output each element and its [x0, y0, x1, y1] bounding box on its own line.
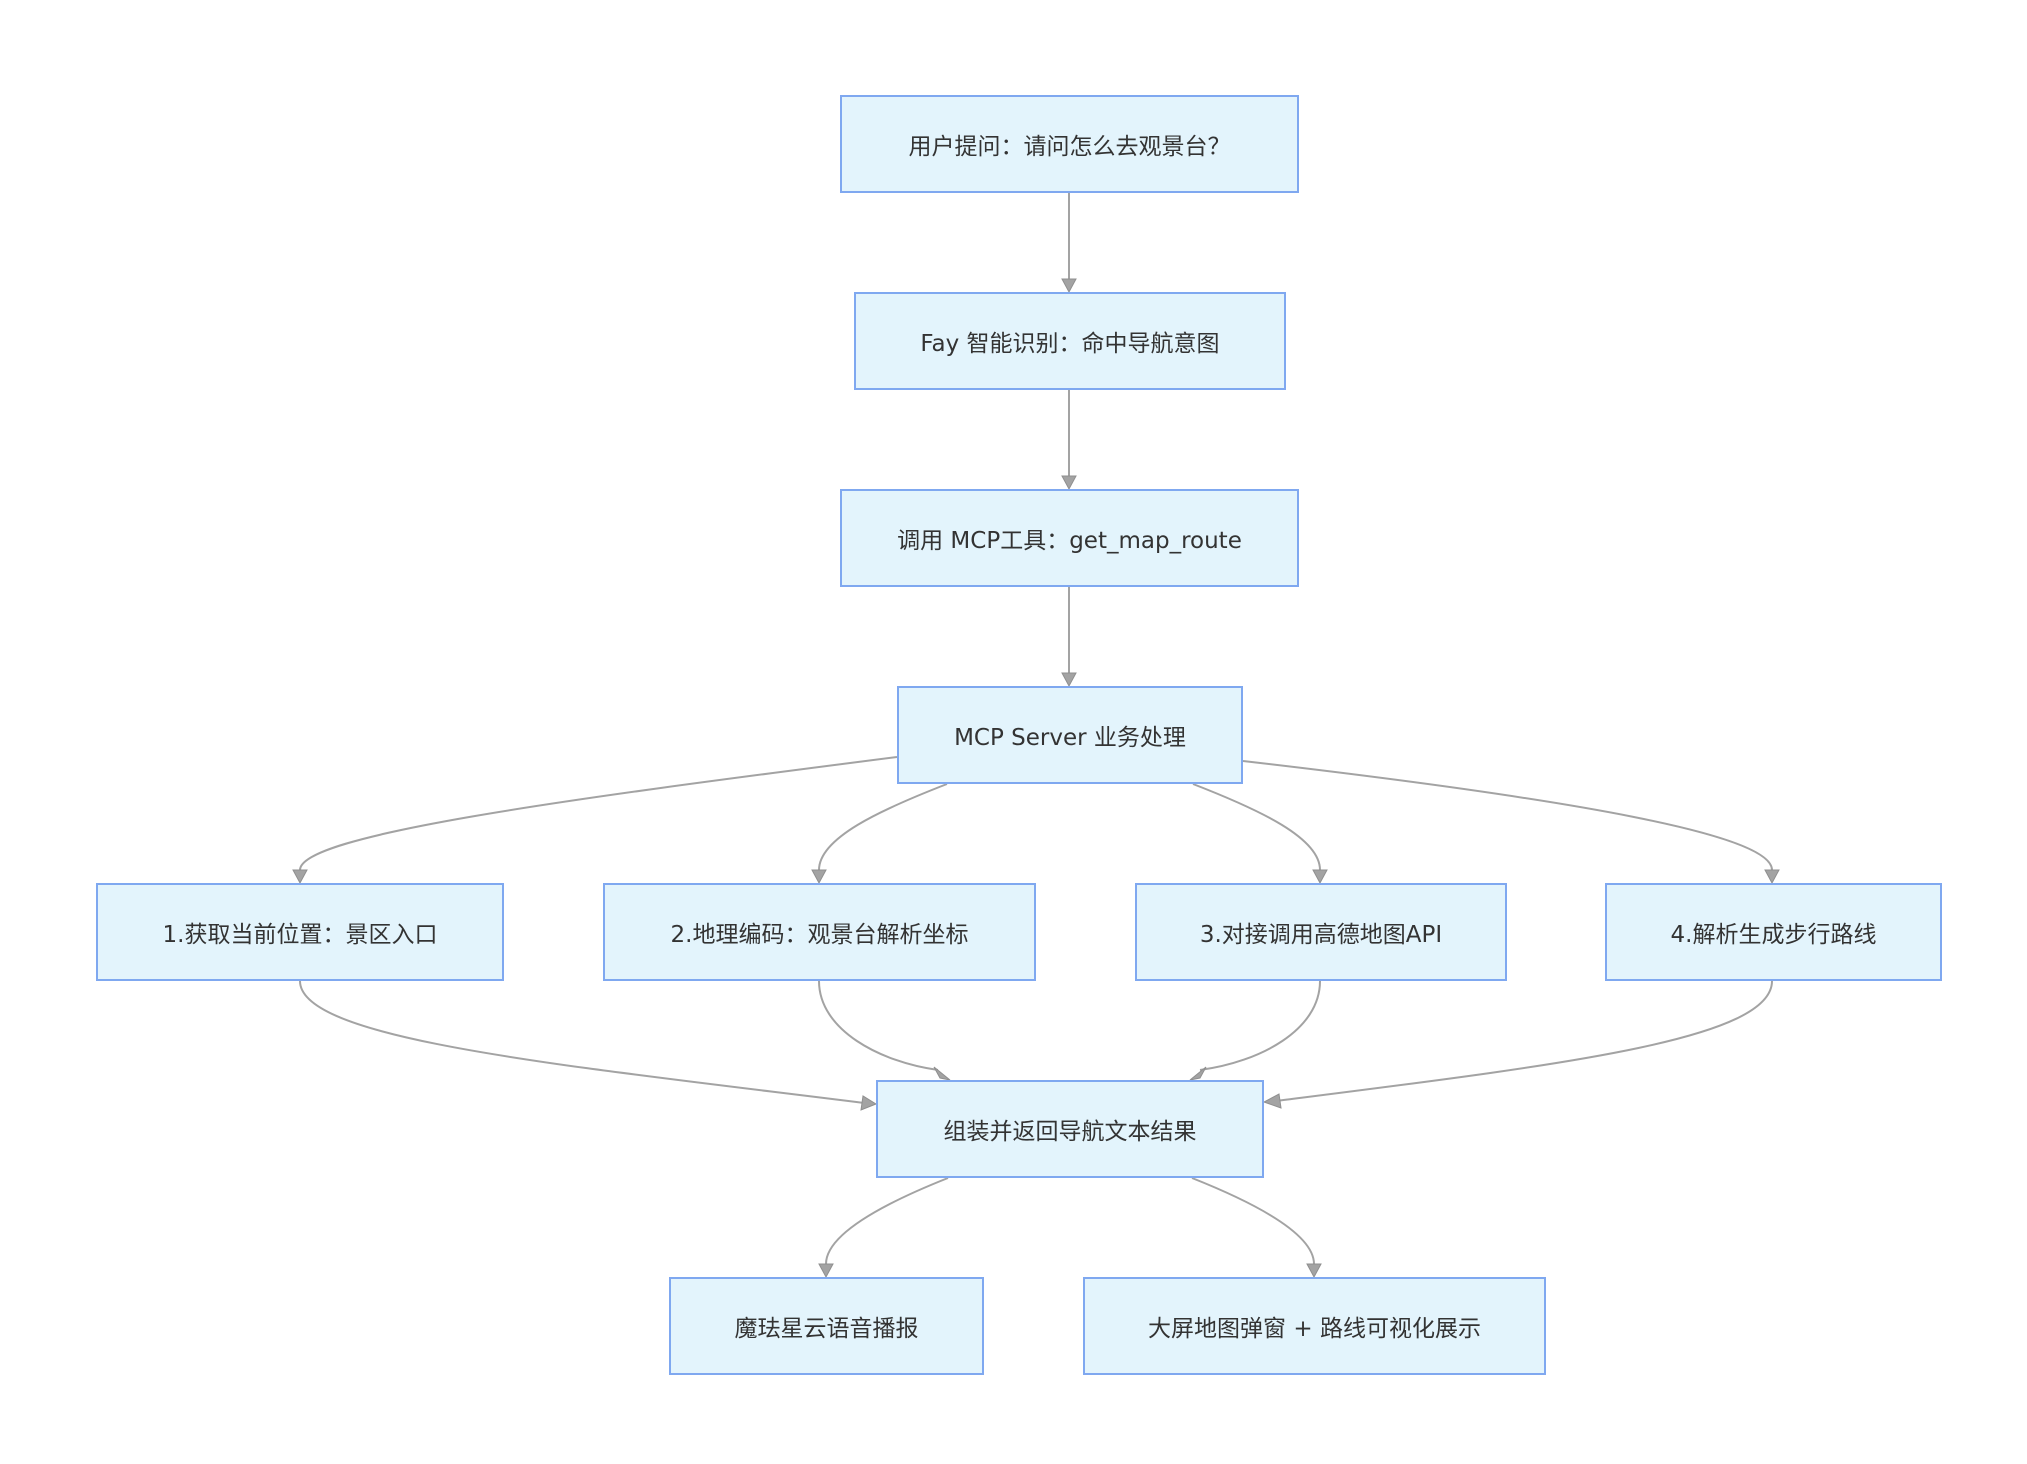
arrowhead-screen — [1306, 1263, 1322, 1279]
node-mcp-tool-call-label: 调用 MCP工具：get_map_route — [897, 528, 1242, 554]
node-user-question-label: 用户提问：请问怎么去观景台？ — [908, 134, 1231, 160]
node-assemble-result: 组装并返回导航文本结果 — [876, 1080, 1264, 1178]
arrowhead-assemble-right — [1262, 1093, 1282, 1109]
node-step-get-location: 1.获取当前位置：景区入口 — [96, 883, 504, 981]
node-step-geocode: 2.地理编码：观景台解析坐标 — [603, 883, 1036, 981]
arrowhead-assemble-mid-left — [933, 1066, 951, 1081]
arrowhead-voice — [818, 1263, 834, 1279]
node-step-amap-api-label: 3.对接调用高德地图API — [1199, 922, 1443, 948]
arrowhead-intent — [1061, 278, 1077, 294]
edge-assemble-voice — [825, 1177, 949, 1265]
node-step-amap-api: 3.对接调用高德地图API — [1135, 883, 1507, 981]
arrowhead-assemble-mid-right — [1189, 1066, 1207, 1081]
edge-server-step2 — [818, 783, 948, 871]
arrowhead-assemble-left — [860, 1095, 878, 1111]
arrowhead-step2 — [811, 869, 827, 885]
node-screen-map-popup: 大屏地图弹窗 + 路线可视化展示 — [1083, 1277, 1546, 1375]
node-mcp-server: MCP Server 业务处理 — [897, 686, 1243, 784]
node-step-walking-route-label: 4.解析生成步行路线 — [1670, 922, 1877, 948]
edge-server-step4 — [1242, 760, 1773, 871]
node-step-geocode-label: 2.地理编码：观景台解析坐标 — [670, 922, 969, 948]
edge-step2-assemble — [818, 980, 939, 1071]
edge-step4-assemble — [1275, 980, 1773, 1102]
edge-step1-assemble — [299, 980, 865, 1104]
arrowhead-step1 — [292, 869, 308, 885]
node-assemble-result-label: 组装并返回导航文本结果 — [943, 1119, 1197, 1145]
node-mcp-tool-call: 调用 MCP工具：get_map_route — [840, 489, 1299, 587]
edge-server-step1 — [299, 756, 898, 871]
edge-assemble-screen — [1191, 1177, 1315, 1265]
node-step-get-location-label: 1.获取当前位置：景区入口 — [162, 922, 438, 948]
node-voice-broadcast-label: 魔珐星云语音播报 — [734, 1316, 919, 1342]
arrowhead-tool — [1061, 475, 1077, 491]
arrowhead-step3 — [1312, 869, 1328, 885]
arrowhead-step4 — [1764, 869, 1780, 885]
node-intent-recognition-label: Fay 智能识别：命中导航意图 — [920, 331, 1220, 357]
node-intent-recognition: Fay 智能识别：命中导航意图 — [854, 292, 1286, 390]
node-mcp-server-label: MCP Server 业务处理 — [954, 725, 1186, 751]
node-voice-broadcast: 魔珐星云语音播报 — [669, 1277, 984, 1375]
edge-step3-assemble — [1199, 980, 1321, 1071]
arrowhead-server — [1061, 672, 1077, 688]
node-screen-map-popup-label: 大屏地图弹窗 + 路线可视化展示 — [1148, 1316, 1481, 1342]
edge-server-step3 — [1192, 783, 1321, 871]
node-step-walking-route: 4.解析生成步行路线 — [1605, 883, 1942, 981]
node-user-question: 用户提问：请问怎么去观景台？ — [840, 95, 1299, 193]
